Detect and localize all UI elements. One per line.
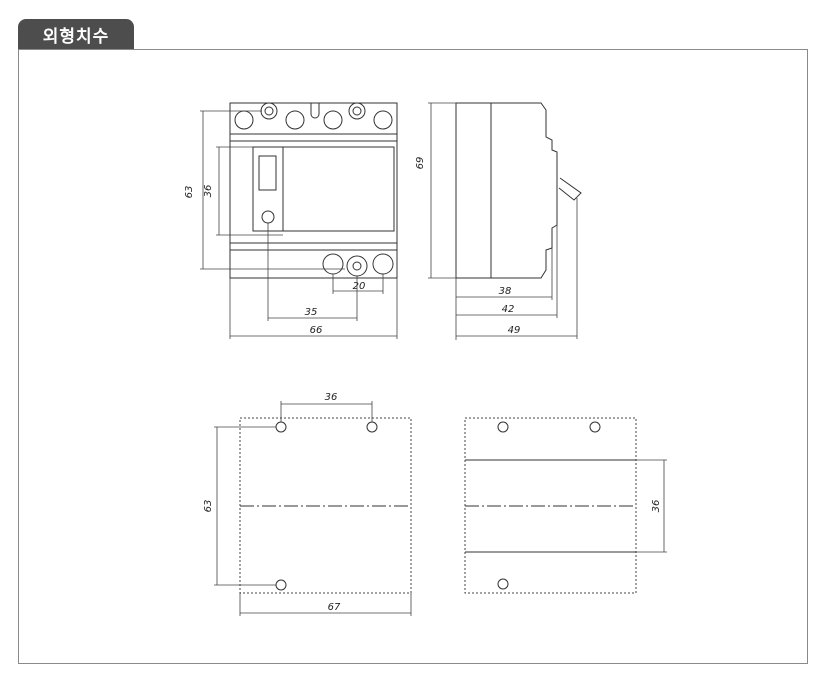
side-view: 69 38 42 49 [415, 102, 582, 340]
mount-left-width-label: 67 [328, 602, 341, 613]
section-title-tab: 외형치수 [18, 19, 134, 49]
side-depth-2-label: 42 [502, 304, 515, 315]
drawing-frame [18, 49, 808, 664]
front-height-total-label: 63 [184, 186, 195, 199]
mount-view-left: 36 63 67 [203, 392, 412, 616]
side-height-label: 69 [415, 157, 426, 170]
mount-view-right: 36 [464, 417, 667, 594]
mount-right-band-height-label: 36 [651, 500, 662, 513]
front-width-label: 66 [310, 325, 323, 336]
mount-left-height-label: 63 [203, 500, 214, 513]
front-hole-spacing-label: 20 [353, 281, 366, 292]
side-depth-1-label: 38 [499, 286, 512, 297]
front-view: 63 36 20 35 66 [184, 102, 398, 339]
mount-left-hole-spacing-label: 36 [325, 392, 338, 403]
side-depth-3-label: 49 [508, 325, 521, 336]
front-height-window-label: 36 [203, 185, 214, 198]
section-title: 외형치수 [42, 26, 110, 47]
front-offset-label: 35 [305, 307, 318, 318]
